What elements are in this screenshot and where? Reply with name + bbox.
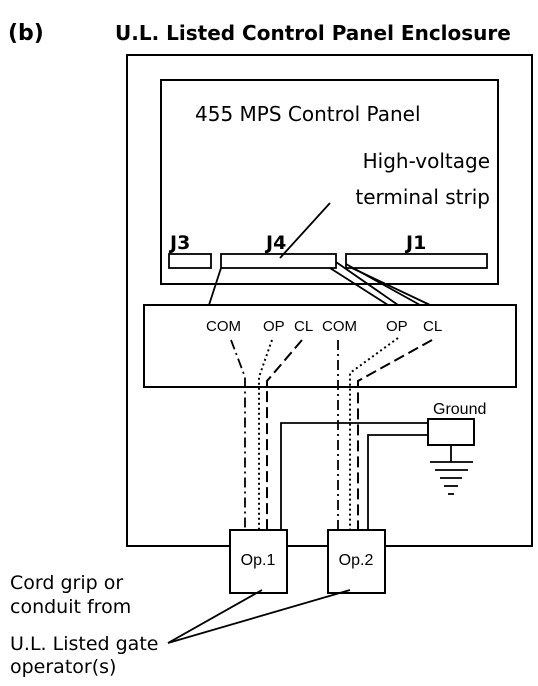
connector-j3 (168, 253, 212, 269)
hv-label-line2: terminal strip (355, 185, 490, 209)
hv-leader-line (279, 202, 331, 259)
hv-label-line1: High-voltage (363, 149, 490, 173)
terminal-com-1: COM (206, 318, 241, 335)
operator-2-box (327, 529, 386, 594)
op2-ground-wire (367, 434, 428, 530)
terminal-cl-1: CL (294, 318, 313, 335)
gate-note-line2: operator(s) (10, 656, 116, 678)
terminal-com-2: COM (322, 318, 357, 335)
control-panel-board (160, 79, 499, 285)
j1-wire-b (351, 267, 431, 306)
j4-wire-left (208, 267, 222, 306)
connector-j4 (220, 253, 337, 269)
connector-j1 (345, 253, 488, 269)
op1-op-wire (258, 339, 273, 530)
terminal-block (143, 304, 517, 388)
operator-1-box (229, 529, 288, 594)
connector-j4-label: J4 (264, 232, 286, 254)
cord-note-line2: conduit from (10, 596, 131, 618)
figure-label: (b) (8, 21, 44, 46)
op1-cl-wire (266, 339, 303, 530)
operator-1-label: Op.1 (241, 552, 276, 569)
op1-ground-wire (280, 422, 428, 530)
op2-cl-wire (357, 339, 433, 530)
leader-to-op1 (167, 589, 263, 644)
figure-title: U.L. Listed Control Panel Enclosure (115, 21, 511, 45)
ground-label: Ground (433, 401, 486, 418)
cord-note-line1: Cord grip or (10, 572, 123, 594)
ground-symbol-icon (430, 445, 473, 495)
gate-note-line1: U.L. Listed gate (10, 633, 158, 655)
op1-com-wire (230, 339, 246, 530)
ground-terminal (427, 418, 475, 446)
leader-to-op2 (167, 589, 351, 644)
terminal-cl-2: CL (423, 318, 442, 335)
connector-j1-label: J1 (404, 232, 426, 254)
j4-wire-right-b (329, 267, 389, 306)
operator-2-label: Op.2 (339, 552, 374, 569)
control-panel-title: 455 MPS Control Panel (195, 102, 421, 126)
connector-j3-label: J3 (168, 232, 190, 254)
j4-wire-right-a (335, 261, 399, 306)
terminal-op-1: OP (263, 318, 285, 335)
terminal-op-2: OP (386, 318, 408, 335)
